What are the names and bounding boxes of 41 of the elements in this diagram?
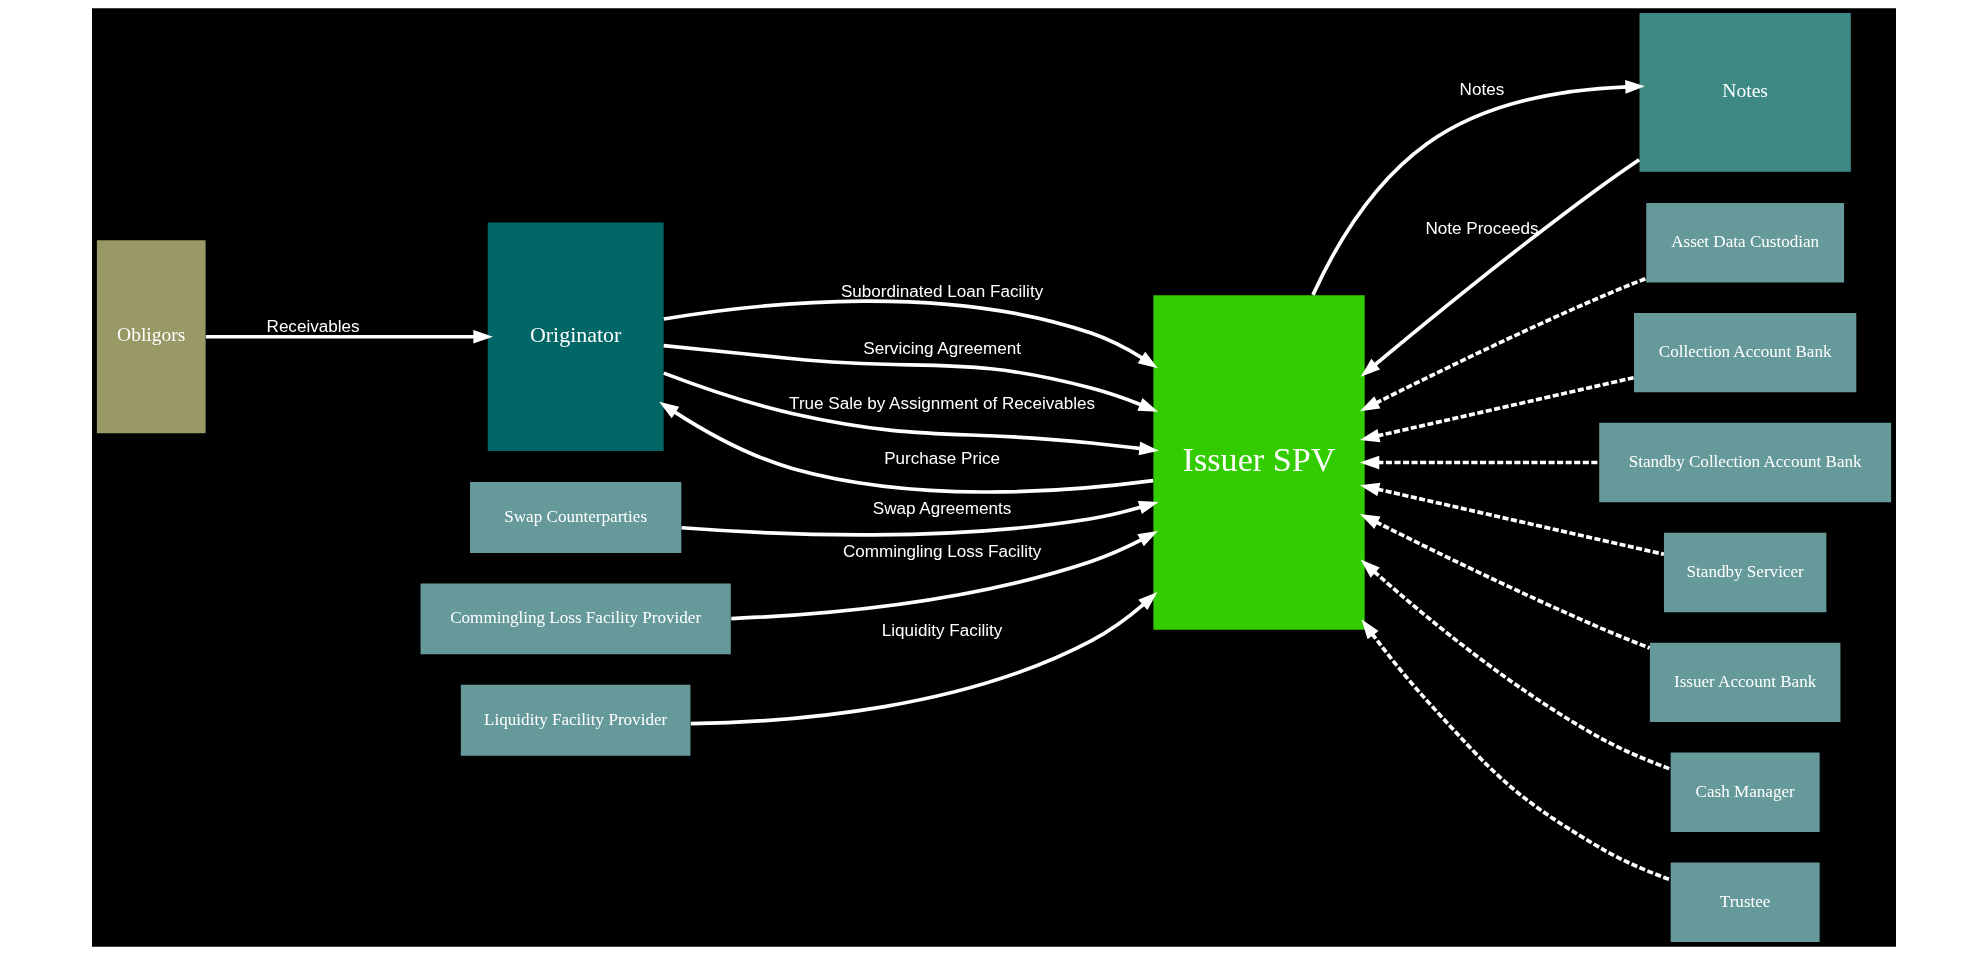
node-box: Obligors: [96, 240, 206, 434]
node-box: Swap Counterparties: [469, 482, 681, 553]
edge-label: Swap Agreements: [872, 499, 1011, 519]
node-box: Standby Collection Account Bank: [1598, 422, 1891, 503]
edge-label: True Sale by Assignment of Receivables: [788, 394, 1095, 414]
arrow: [1359, 482, 1664, 557]
arrow: [1360, 619, 1671, 882]
node-box: Standby Servicer: [1663, 532, 1826, 613]
arrow: [1359, 375, 1634, 443]
node-box: Issuer Account Bank: [1649, 642, 1840, 723]
edge-label: Liquidity Facility: [881, 621, 1002, 641]
arrow: [658, 401, 1153, 494]
arrow: [663, 343, 1158, 412]
arrow: [690, 591, 1157, 726]
node-box: Asset Data Custodian: [1645, 203, 1844, 283]
node-box: Cash Manager: [1670, 752, 1820, 832]
edge-label: Note Proceeds: [1424, 219, 1538, 239]
arrow: [1359, 455, 1599, 470]
arrow: [1310, 80, 1645, 296]
node-box: Originator: [487, 222, 664, 451]
arrow: [662, 371, 1159, 456]
node-box: Collection Account Bank: [1633, 312, 1856, 393]
node-box: Trustee: [1670, 862, 1820, 942]
arrow: [1359, 513, 1650, 650]
arrow: [730, 531, 1158, 621]
edge-label: Notes: [1459, 80, 1504, 100]
node-box: Commingling Loss Facility Provider: [420, 583, 731, 655]
arrow: [205, 329, 493, 344]
edge-label: Servicing Agreement: [862, 339, 1021, 359]
edge-label: Purchase Price: [883, 449, 1000, 468]
edge-label: Subordinated Loan Facility: [840, 281, 1043, 301]
node-box: Liquidity Facility Provider: [460, 684, 690, 756]
edge-label: Commingling Loss Facility: [842, 541, 1041, 561]
arrow: [663, 299, 1158, 369]
arrow: [1360, 158, 1640, 377]
arrow: [1360, 559, 1671, 771]
node-box: Issuer SPV: [1152, 295, 1365, 630]
arrow: [1359, 276, 1647, 412]
edge-label: Receivables: [266, 317, 360, 337]
node-box: Notes: [1639, 13, 1851, 172]
arrow: [680, 500, 1159, 537]
